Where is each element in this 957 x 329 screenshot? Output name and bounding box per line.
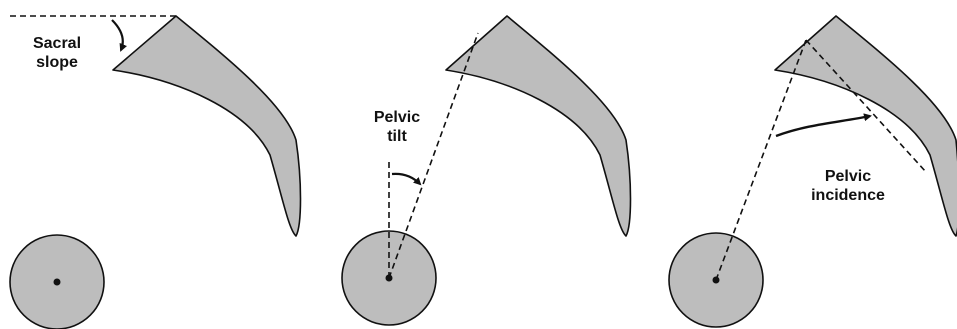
pelvic-incidence-arrow [776,116,870,136]
panel-pelvic-tilt [342,16,631,325]
pelvic-tilt-label: Pelvic tilt [357,108,437,146]
pelvic-incidence-label-line-2: incidence [800,186,896,205]
pelvic-tilt-label-line-2: tilt [357,127,437,146]
pelvic-tilt-label-line-1: Pelvic [357,108,437,127]
sacrum-shape [113,16,301,236]
sacrum-shape [446,16,631,236]
sacral-slope-label: Sacral slope [20,34,94,72]
pelvic-incidence-label-line-1: Pelvic [800,167,896,186]
sacral-slope-label-line-2: slope [20,53,94,72]
pelvic-tilt-arrow [392,174,420,184]
sacral-slope-label-line-1: Sacral [20,34,94,53]
pelvic-incidence-label: Pelvic incidence [800,167,896,205]
femoral-head-center-dot [54,279,61,286]
sacral-slope-arrow [112,20,123,50]
